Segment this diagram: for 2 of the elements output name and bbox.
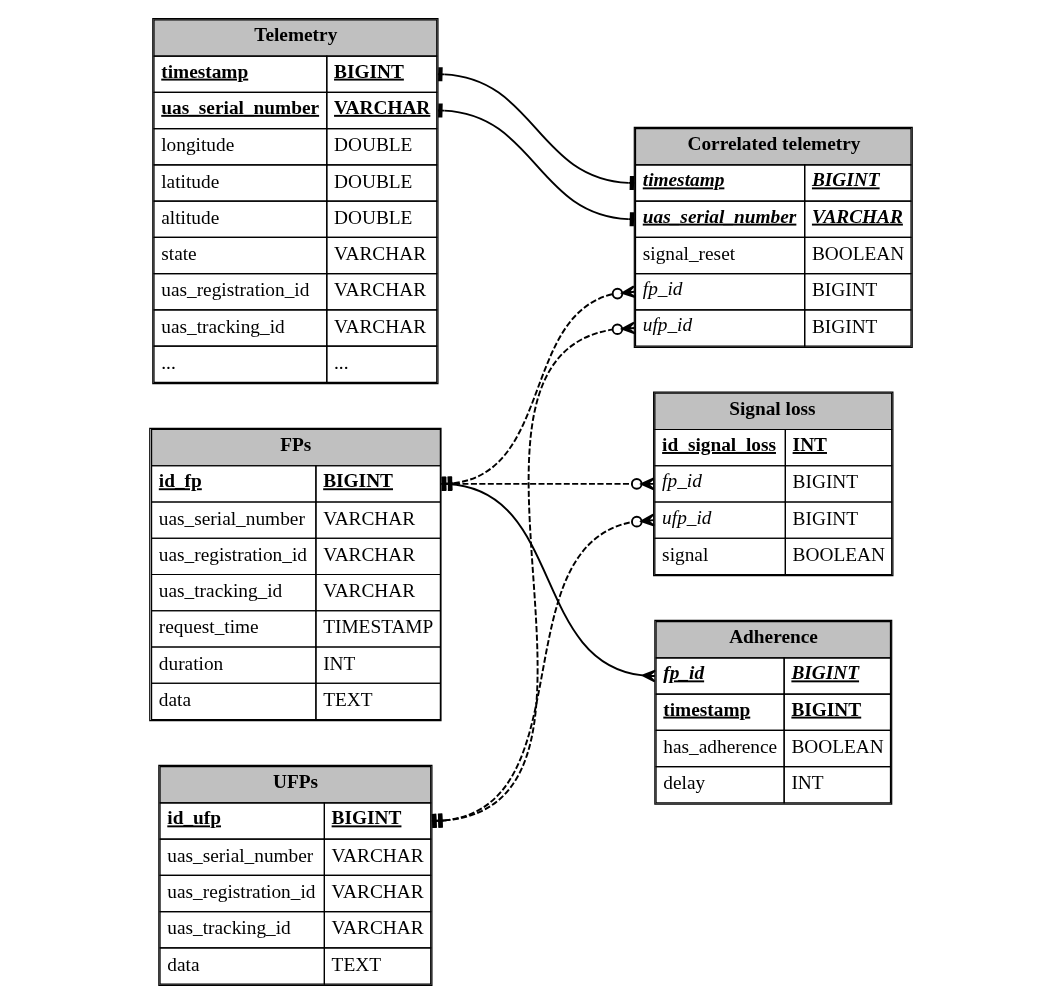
connector	[430, 513, 656, 828]
connector	[430, 321, 636, 828]
